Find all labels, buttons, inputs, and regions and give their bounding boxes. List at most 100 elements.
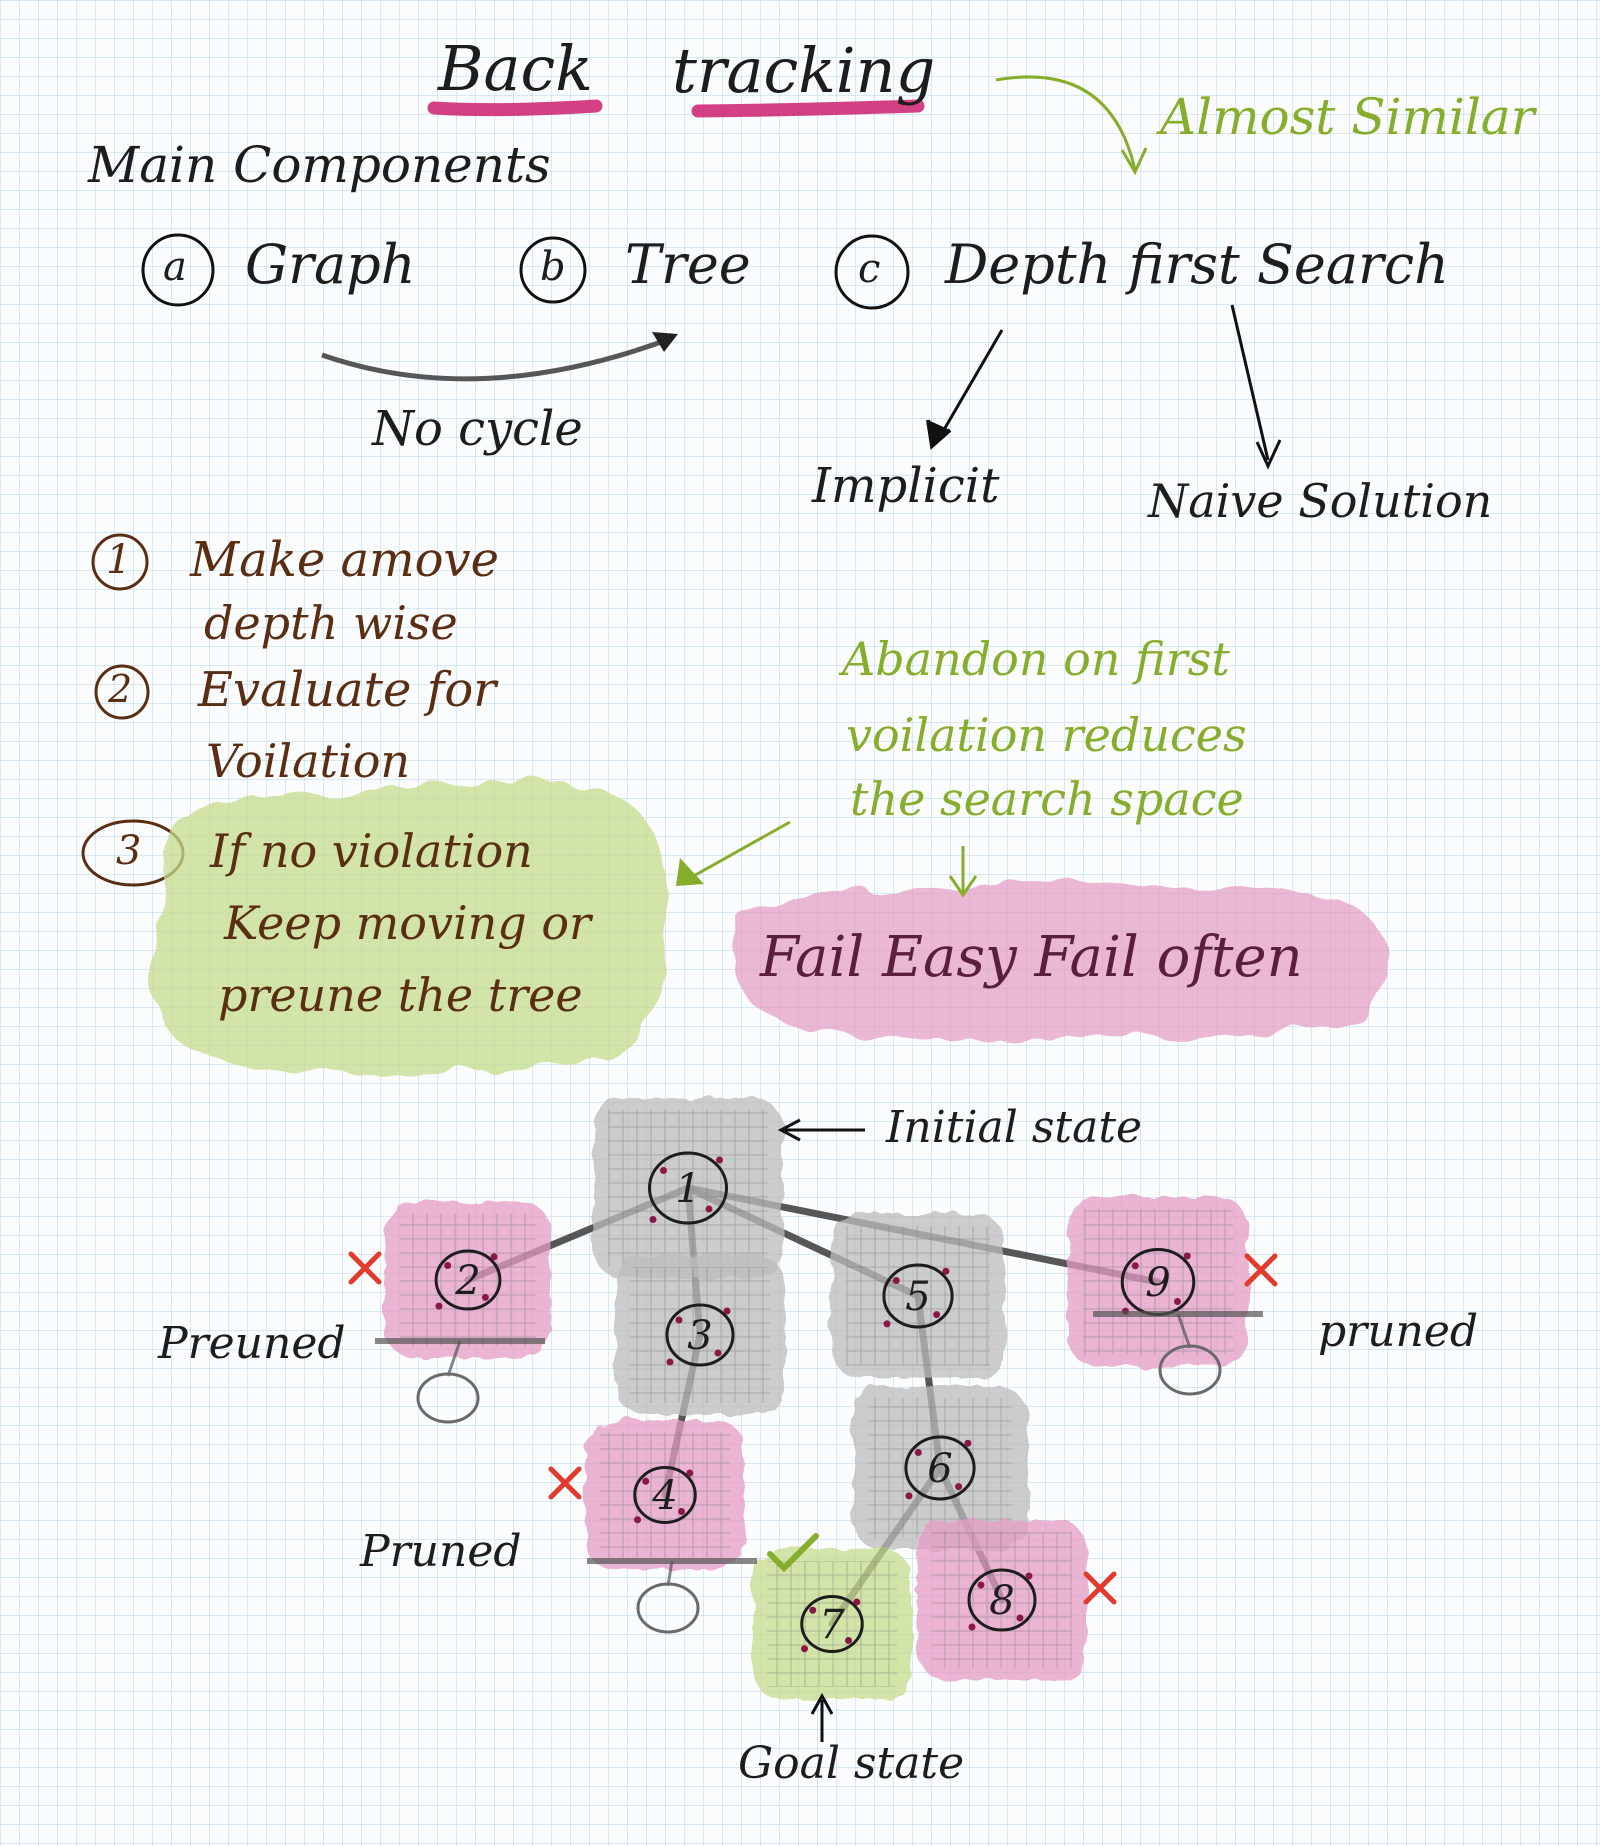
tree-node-5-grid <box>846 1226 990 1366</box>
tree-node-7-goal-check-icon <box>767 1533 819 1573</box>
tree-node-9-grid <box>1083 1209 1233 1355</box>
tree-node-9-dot-1 <box>1174 1298 1181 1305</box>
title-tracking: tracking <box>672 34 936 107</box>
fail-box-pink-wash <box>735 881 1388 1041</box>
tree-node-3-dot-0 <box>675 1316 683 1324</box>
tree-node-4-dot-0 <box>642 1477 650 1485</box>
step-3-line1: If no violation <box>210 824 533 878</box>
tree-node-6-dot-3 <box>905 1492 913 1500</box>
tree-node-2-dot-0 <box>444 1262 452 1269</box>
naive-solution-arrow <box>1230 304 1270 461</box>
component-a-marker: a <box>163 244 187 290</box>
tree-node-4-dot-1 <box>678 1508 685 1515</box>
pruned-child-4 <box>636 1582 700 1634</box>
implicit-arrow <box>936 329 1004 441</box>
abandon-note-line1: Abandon on first <box>842 632 1230 686</box>
tree-node-8-circle <box>967 1568 1037 1632</box>
tree-node-5-dot-3 <box>883 1320 891 1328</box>
fail-easy-fail-often: Fail Easy Fail often <box>760 925 1303 990</box>
tree-node-6-dot-2 <box>964 1439 972 1447</box>
pruned-child-2 <box>416 1372 480 1424</box>
component-graph: Graph <box>245 233 416 296</box>
tree-node-7-dot-0 <box>809 1606 817 1614</box>
tree-node-6-label: 6 <box>927 1446 952 1492</box>
tree-node-1-label: 1 <box>675 1166 700 1212</box>
tree-node-1-circle <box>648 1151 728 1225</box>
tree-node-2-fail-cross-icon <box>348 1251 382 1285</box>
step-2-number: 2 <box>108 667 133 711</box>
tree-node-3-circle <box>665 1303 735 1367</box>
tree-node-2-dot-2 <box>490 1253 498 1261</box>
tree-node-6-dot-1 <box>955 1483 963 1491</box>
step-2-line1: Evaluate for <box>198 662 497 718</box>
tree-node-4-dot-3 <box>634 1516 641 1524</box>
tree-node-5-dot-1 <box>933 1311 941 1319</box>
tree-node-8-dot-0 <box>977 1581 985 1589</box>
component-b-marker: b <box>540 244 566 290</box>
tree-node-4-dot-2 <box>686 1469 694 1477</box>
tree-node-5-dot-2 <box>942 1267 950 1275</box>
goal-state-label: Goal state <box>738 1738 965 1789</box>
abandon-arrow-to-step3 <box>689 820 791 880</box>
tree-node-7-dot-1 <box>845 1637 852 1644</box>
component-c-circle <box>834 234 910 310</box>
tree-node-2-dot-3 <box>435 1302 443 1310</box>
step-1-number: 1 <box>106 537 132 583</box>
tree-node-7-circle <box>800 1595 864 1653</box>
tree-node-8-dot-3 <box>968 1623 976 1631</box>
tree-node-8-dot-2 <box>1025 1572 1033 1580</box>
step-3-line3: preune the tree <box>218 968 583 1022</box>
step-3-green-wash <box>151 781 667 1074</box>
tree-node-2-circle <box>434 1249 502 1311</box>
pruned-label-middle: Pruned <box>360 1526 522 1577</box>
tree-node-1-dot-0 <box>660 1167 667 1174</box>
tree-node-4-label: 4 <box>651 1473 677 1519</box>
tree-node-5-label: 5 <box>905 1274 930 1320</box>
tree-node-7-grid <box>767 1561 897 1687</box>
naive-solution-label: Naive Solution <box>1148 474 1493 528</box>
step-2-circle <box>94 664 150 720</box>
tree-node-6-dot-0 <box>914 1449 922 1456</box>
title-back: Back <box>438 32 593 105</box>
tree-node-5-dot-0 <box>892 1277 900 1284</box>
tree-node-8-fail-cross-icon <box>1083 1571 1117 1605</box>
no-cycle-arrow <box>321 335 673 382</box>
tree-node-7-label: 7 <box>819 1602 845 1648</box>
pruned-stub-2 <box>446 1340 462 1377</box>
almost-similar-arrow <box>995 75 1137 171</box>
tree-node-7-dot-3 <box>801 1645 808 1653</box>
step-2-line2: Voilation <box>206 734 411 788</box>
tree-node-8-grid <box>932 1532 1072 1668</box>
step-3-number: 3 <box>116 828 142 874</box>
step-1-line1: Make amove <box>190 532 500 588</box>
tree-node-7-dot-2 <box>853 1598 861 1606</box>
tree-node-2-label: 2 <box>454 1258 480 1304</box>
tree-node-9-label: 9 <box>1145 1260 1170 1306</box>
tree-node-8-label: 8 <box>989 1578 1014 1624</box>
pruned-label-right: pruned <box>1318 1306 1479 1357</box>
component-c-marker: c <box>858 246 881 292</box>
tree-node-2-grid <box>400 1214 536 1346</box>
pruned-stub-9 <box>1176 1313 1192 1349</box>
tree-node-2-dot-1 <box>481 1293 489 1301</box>
tree-node-4-grid <box>600 1432 730 1558</box>
component-dfs: Depth first Search <box>945 233 1449 296</box>
tree-node-5-circle <box>882 1263 954 1329</box>
almost-similar-note: Almost Similar <box>1160 88 1535 146</box>
tree-node-3-dot-1 <box>714 1349 722 1357</box>
pruned-child-9 <box>1158 1344 1222 1396</box>
step-3-line2: Keep moving or <box>224 896 592 950</box>
pruned-label-left: Preuned <box>158 1318 346 1369</box>
tree-node-1-dot-2 <box>716 1156 723 1164</box>
main-components-heading: Main Components <box>88 136 551 194</box>
tree-node-6-grid <box>868 1398 1012 1538</box>
pruned-stub-4 <box>666 1560 674 1587</box>
tree-node-1-dot-1 <box>705 1205 713 1213</box>
title-underline-tracking <box>691 99 925 118</box>
component-tree: Tree <box>625 233 751 296</box>
component-a-circle <box>141 233 215 307</box>
abandon-note-line3: the search space <box>850 772 1244 826</box>
tree-node-9-fail-cross-icon <box>1244 1253 1278 1287</box>
component-b-circle <box>519 236 587 304</box>
